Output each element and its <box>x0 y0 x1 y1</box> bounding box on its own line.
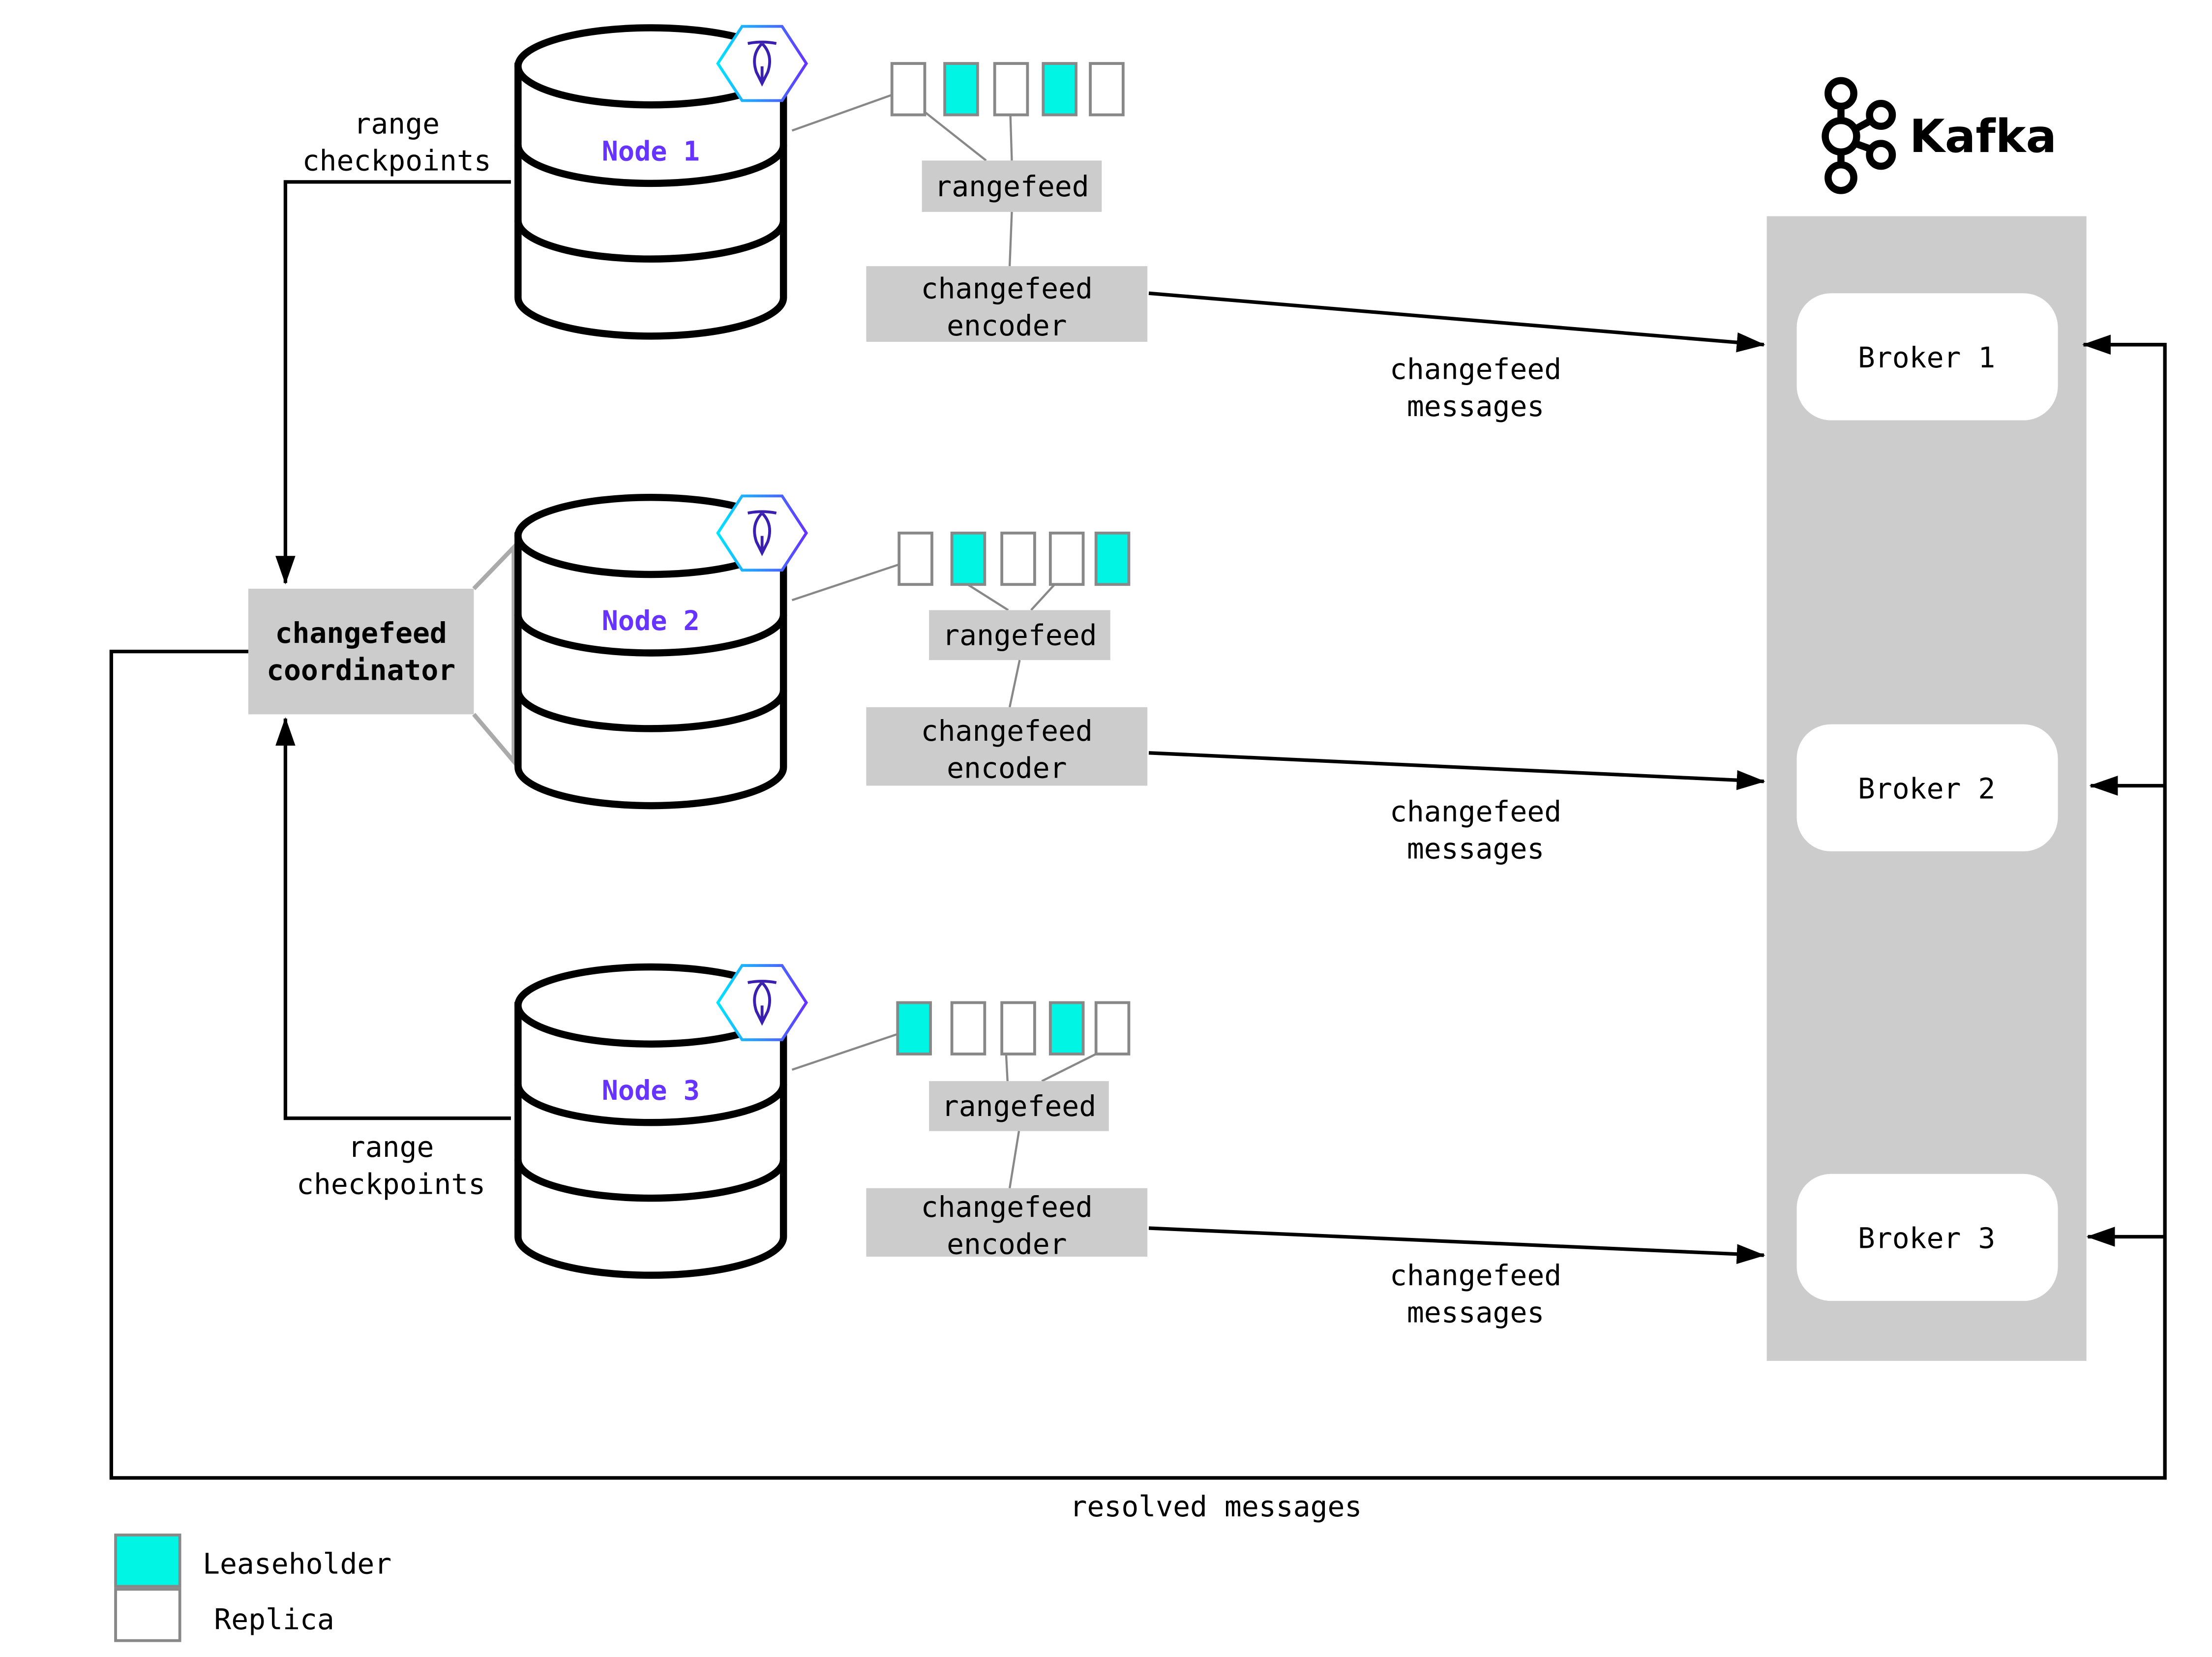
node-label: Node 1 <box>602 136 700 167</box>
rangefeed-box: rangefeed <box>929 610 1110 661</box>
changefeed-messages-arrow <box>1148 291 1765 353</box>
legend-item-replica: Replica <box>114 1588 334 1642</box>
node-label: Node 3 <box>602 1075 700 1107</box>
messages-label-line1: changefeed <box>1390 352 1561 386</box>
legend-label: Leaseholder <box>203 1547 391 1580</box>
coordinator-node2-connector <box>472 542 516 767</box>
legend-swatch <box>114 1588 181 1642</box>
broker-box <box>1796 1174 2058 1301</box>
resolved-messages-label: resolved messages <box>1070 1490 1362 1523</box>
range-to-rangefeed-line <box>1005 1054 1009 1082</box>
legend-swatch <box>114 1534 181 1588</box>
encoder-label-line1: changefeed <box>921 714 1093 748</box>
rangefeed-to-encoder-line <box>1008 660 1021 708</box>
messages-label-line2: messages <box>1407 832 1544 865</box>
range-to-rangefeed-line <box>1009 115 1013 161</box>
encoder-label-line2: encoder <box>947 1227 1067 1261</box>
rangefeed-label: rangefeed <box>942 619 1097 652</box>
broker-label: Broker 2 <box>1858 772 1995 806</box>
replica-range <box>1089 62 1125 117</box>
broker-2: Broker 2 <box>1796 724 2058 851</box>
ranges <box>890 62 1125 117</box>
node-to-ranges-line <box>791 563 899 602</box>
range-checkpoints-arrow-bottom <box>275 717 511 1120</box>
replica-range <box>993 62 1029 117</box>
messages-label-line1: changefeed <box>1390 795 1561 828</box>
rangefeed-box: rangefeed <box>929 1081 1109 1131</box>
replica-range <box>1000 531 1036 586</box>
replica-range <box>897 531 933 586</box>
messages-label-line2: messages <box>1407 390 1544 423</box>
range-checkpoints-top-line2: checkpoints <box>302 144 491 178</box>
rangefeed-to-encoder-line <box>1008 211 1013 267</box>
changefeed-messages-arrow <box>1148 751 1765 790</box>
legend-label: Replica <box>214 1602 334 1636</box>
encoder-label-line2: encoder <box>947 751 1067 784</box>
range-checkpoints-top-line1: range <box>354 107 440 140</box>
encoder-label-line1: changefeed <box>921 1190 1093 1224</box>
range-to-rangefeed-line <box>967 583 1009 611</box>
encoder-label-line2: encoder <box>947 309 1067 342</box>
node-to-ranges-line <box>791 1033 898 1071</box>
range-checkpoints-arrow-top <box>275 180 511 585</box>
broker-box <box>1796 293 2058 421</box>
range-to-rangefeed-line <box>924 111 987 162</box>
changefeed-encoder-box: changefeed encoder <box>866 266 1148 342</box>
range-to-rangefeed-line <box>1041 1053 1097 1083</box>
replica-range <box>950 1001 986 1055</box>
coordinator-label-line2: coordinator <box>267 654 455 687</box>
database-cylinder-icon <box>514 24 787 340</box>
leaseholder-range <box>1094 531 1131 586</box>
messages-label-line2: messages <box>1407 1296 1544 1329</box>
leaseholder-range <box>950 531 986 586</box>
replica-range <box>1094 1001 1131 1055</box>
broker-1: Broker 1 <box>1796 293 2058 421</box>
leaseholder-range <box>1042 62 1077 117</box>
rangefeed-label: rangefeed <box>934 170 1089 203</box>
kafka-logo: Kafka <box>1822 77 2057 194</box>
database-cylinder-icon <box>514 963 787 1279</box>
node-to-ranges-line <box>791 93 893 132</box>
range-checkpoints-bottom-line2: checkpoints <box>297 1167 485 1201</box>
changefeed-coordinator: changefeed coordinator <box>248 588 474 715</box>
broker-box <box>1796 724 2058 851</box>
range-to-rangefeed-line <box>1030 583 1056 611</box>
ranges <box>896 1001 1131 1055</box>
coordinator-label-line1: changefeed <box>275 616 447 650</box>
range-checkpoints-bottom-line1: range <box>348 1130 434 1164</box>
rangefeed-box: rangefeed <box>922 160 1102 212</box>
ranges <box>897 531 1131 586</box>
broker-3: Broker 3 <box>1796 1174 2058 1301</box>
broker-label: Broker 3 <box>1858 1222 1995 1255</box>
node-1: Node 1rangefeedchangefeedencoderchangefe… <box>514 24 1765 423</box>
cockroach-hexagon-icon <box>716 494 808 572</box>
rangefeed-label: rangefeed <box>942 1089 1096 1123</box>
replica-range <box>1000 1001 1036 1055</box>
leaseholder-range <box>943 62 979 117</box>
broker-label: Broker 1 <box>1858 341 1995 374</box>
leaseholder-range <box>1048 1001 1085 1055</box>
database-cylinder-icon <box>514 493 787 810</box>
kafka-logo-text: Kafka <box>1910 110 2057 163</box>
legend-item-leaseholder: Leaseholder <box>114 1534 391 1588</box>
cockroach-hexagon-icon <box>716 25 808 102</box>
leaseholder-range <box>896 1001 932 1055</box>
messages-label-line1: changefeed <box>1390 1259 1561 1292</box>
replica-range <box>890 62 927 117</box>
changefeed-messages-arrow <box>1148 1226 1765 1265</box>
node-label: Node 2 <box>602 605 700 637</box>
encoder-label-line1: changefeed <box>921 271 1093 305</box>
rangefeed-to-encoder-line <box>1008 1131 1020 1189</box>
cockroach-hexagon-icon <box>716 964 808 1041</box>
replica-range <box>1048 531 1085 586</box>
kafka-icon <box>1822 77 1896 194</box>
